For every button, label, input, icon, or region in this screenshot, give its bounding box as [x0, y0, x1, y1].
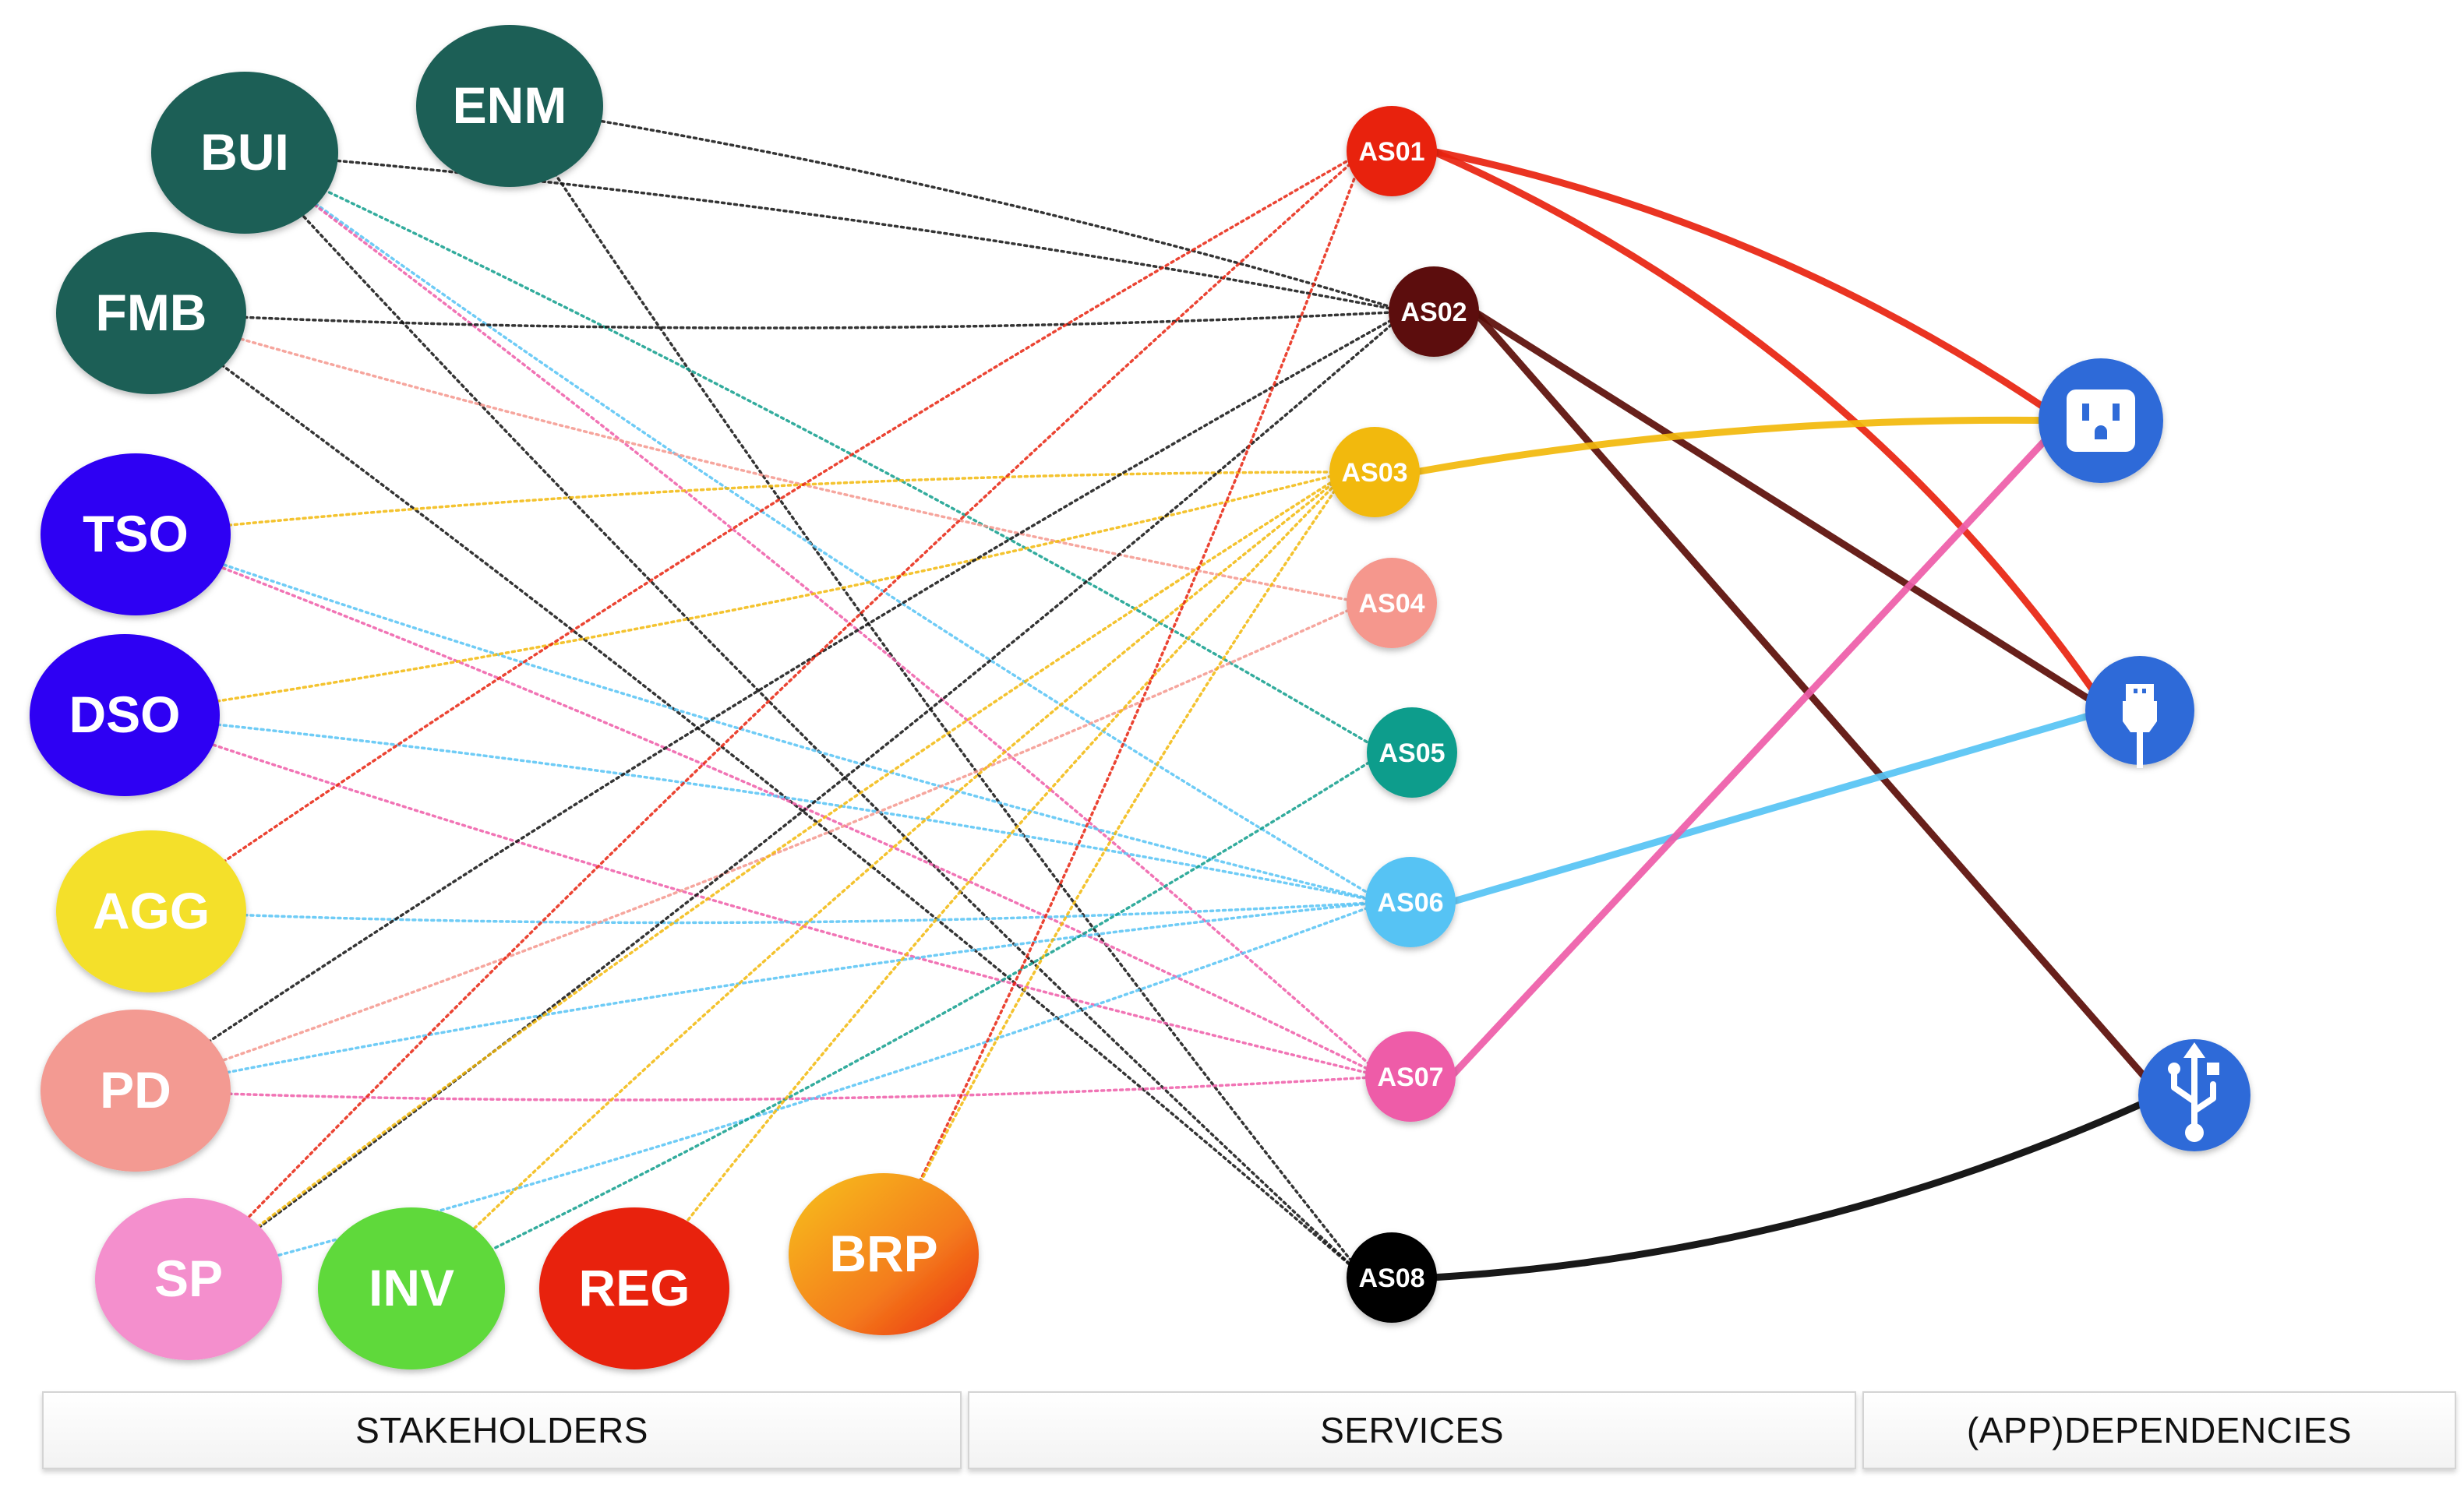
service-as06: AS06 [1365, 857, 1456, 947]
link-DSO-AS06 [123, 714, 1385, 904]
stakeholder-tso-label: TSO [83, 505, 189, 562]
link-BUI-AS08 [243, 151, 1366, 1279]
link-AGG-AS01 [150, 150, 1366, 913]
service-as06-label: AS06 [1377, 888, 1443, 918]
stakeholder-enm: ENM [416, 25, 603, 187]
link-PD-AS04 [134, 601, 1366, 1092]
link-BUI-AS06 [243, 151, 1385, 904]
stakeholder-inv-label: INV [369, 1259, 454, 1317]
stakeholder-tso: TSO [41, 453, 231, 615]
link-ENM-AS02 [508, 104, 1408, 313]
link-AGG-AS06 [150, 901, 1385, 925]
stakeholder-inv: INV [318, 1207, 505, 1369]
usb-symbol-icon [2138, 1039, 2250, 1151]
link-REG-AS03 [633, 471, 1349, 1290]
link-SP-AS02 [187, 310, 1408, 1281]
link-FMB-AS02 [150, 310, 1408, 330]
stakeholder-agg-label: AGG [93, 882, 210, 939]
service-as02: AS02 [1389, 266, 1479, 357]
link-TSO-AS06 [134, 533, 1385, 904]
service-as05: AS05 [1367, 707, 1457, 798]
link-SP-AS01 [187, 150, 1366, 1281]
link-PD-AS07 [134, 1075, 1385, 1102]
service-as07: AS07 [1365, 1031, 1456, 1122]
link-TSO-AS07 [134, 533, 1385, 1078]
service-as08-label: AS08 [1358, 1264, 1424, 1293]
power-outlet-icon [2039, 358, 2163, 483]
link-INV-AS05 [410, 751, 1386, 1290]
stakeholder-sp: SP [95, 1198, 282, 1360]
service-as04-label: AS04 [1358, 589, 1424, 619]
dependencies-heading: (APP)DEPENDENCIES [1966, 1410, 2353, 1450]
service-as08: AS08 [1347, 1232, 1437, 1323]
stakeholder-dso: DSO [30, 634, 220, 796]
stakeholder-pd: PD [41, 1010, 231, 1172]
stakeholders-panel: STAKEHOLDERS [42, 1391, 962, 1469]
link-BRP-AS03 [882, 471, 1349, 1256]
stakeholder-brp: BRP [789, 1173, 979, 1335]
stakeholder-dso-label: DSO [69, 686, 180, 743]
services-panel: SERVICES [968, 1391, 1856, 1469]
dependencies-panel: (APP)DEPENDENCIES [1862, 1391, 2456, 1469]
connections-layer [123, 104, 2165, 1290]
dependency-link-AS01-usb-plug [1428, 147, 2111, 714]
link-PD-AS02 [134, 310, 1408, 1092]
service-as05-label: AS05 [1378, 738, 1445, 768]
link-INV-AS03 [410, 471, 1349, 1290]
stakeholder-enm-label: ENM [453, 76, 567, 134]
stakeholder-fmb: FMB [56, 232, 246, 394]
link-BRP-AS01 [882, 150, 1366, 1256]
stakeholder-bui-label: BUI [200, 123, 289, 181]
link-FMB-AS04 [150, 312, 1366, 605]
link-DSO-AS07 [123, 714, 1385, 1078]
service-as03: AS03 [1329, 427, 1420, 517]
dependency-link-AS03-outlet [1411, 416, 2067, 476]
usb-plug-icon [2085, 656, 2194, 768]
dependency-link-AS07-outlet [1447, 417, 2067, 1080]
dependency-link-AS08-usb-symbol [1428, 1091, 2165, 1281]
stakeholders-heading: STAKEHOLDERS [355, 1410, 648, 1450]
link-BUI-AS07 [243, 151, 1385, 1078]
link-BUI-AS02 [243, 151, 1408, 313]
service-as07-label: AS07 [1377, 1063, 1443, 1092]
dependency-link-AS02-usb-symbol [1470, 308, 2165, 1099]
link-TSO-AS03 [134, 471, 1349, 536]
service-as03-label: AS03 [1341, 458, 1407, 488]
link-SP-AS03 [187, 471, 1349, 1281]
nodes-layer: BUI ENM FMB TSO DSO AGG PD SP INV REG BRP AS01AS02A… [30, 25, 2250, 1369]
service-as02-label: AS02 [1400, 298, 1467, 327]
stakeholder-reg-label: REG [578, 1259, 690, 1317]
stakeholder-reg: REG [539, 1207, 729, 1369]
link-FMB-AS08 [150, 312, 1366, 1279]
stakeholder-pd-label: PD [100, 1061, 171, 1119]
stakeholder-sp-label: SP [154, 1250, 223, 1307]
service-as04: AS04 [1347, 558, 1437, 648]
service-as01: AS01 [1347, 106, 1437, 196]
stakeholder-brp-label: BRP [829, 1225, 937, 1282]
dependency-link-AS06-usb-plug [1447, 707, 2111, 906]
stakeholder-fmb-label: FMB [96, 284, 207, 341]
service-as01-label: AS01 [1358, 137, 1424, 167]
services-heading: SERVICES [1320, 1410, 1504, 1450]
dependency-link-AS02-usb-plug [1470, 308, 2111, 714]
dependency-link-AS01-outlet [1428, 147, 2067, 425]
link-PD-AS06 [134, 901, 1385, 1092]
link-ENM-AS08 [508, 104, 1366, 1279]
link-BUI-AS05 [243, 151, 1386, 754]
stakeholder-agg: AGG [56, 830, 246, 992]
stakeholder-bui: BUI [151, 72, 338, 234]
